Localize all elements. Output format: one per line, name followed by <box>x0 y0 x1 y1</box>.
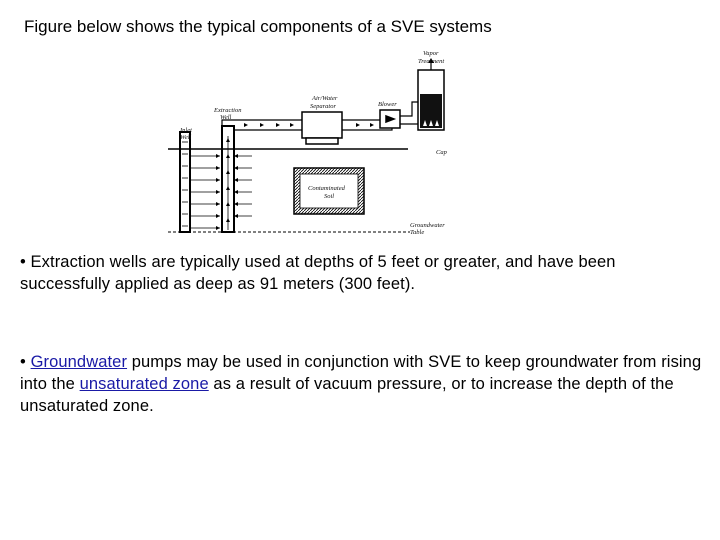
label-inlet-line2: Well <box>180 134 192 141</box>
label-extraction-line2: Well <box>220 114 232 121</box>
label-contaminated-line1: Contaminated <box>308 185 346 192</box>
bullet-text-mid: pumps may be used in conjunction with SV… <box>20 353 702 393</box>
pipe-arrows <box>244 123 294 127</box>
label-separator-line1: Air/Water <box>311 95 338 102</box>
groundwater-link[interactable]: Groundwater <box>30 353 128 371</box>
right-soil-flow <box>234 155 252 217</box>
treatment-pipe <box>400 101 418 125</box>
label-extraction-line1: Extraction <box>213 107 241 114</box>
air-water-separator <box>301 111 343 145</box>
label-vapor-line1: Vapor <box>423 50 439 57</box>
bullet-extraction-wells: • Extraction wells are typically used at… <box>20 253 616 293</box>
contaminated-soil-block <box>293 167 365 215</box>
label-contaminated-line2: Soil <box>324 193 334 200</box>
vapor-treatment-unit <box>417 58 445 131</box>
slide-title: Figure below shows the typical component… <box>24 17 492 36</box>
soil-flow-zone <box>190 155 220 229</box>
label-groundwater-line2: Table <box>410 229 424 236</box>
label-separator-line2: Separator <box>310 103 336 110</box>
header-pipe <box>221 119 302 131</box>
extraction-arrows <box>226 138 230 222</box>
label-blower: Blower <box>378 101 397 108</box>
flow-arrows <box>216 154 220 230</box>
label-groundwater-line1: Groundwater <box>410 222 445 229</box>
label-vapor-line2: Treatment <box>418 58 444 65</box>
bullet-text-rest: as a result of vacuum pressure, or to in… <box>20 375 674 415</box>
sve-system-diagram: Vapor Treatment Air/Water Separator Blow… <box>160 46 460 236</box>
label-cap: Cap <box>436 149 448 156</box>
bullet-groundwater-pumps: • Groundwater pumps may be used in conju… <box>20 351 710 417</box>
right-flow-arrows <box>234 154 238 218</box>
blower <box>379 109 401 129</box>
bullet-prefix: • <box>20 353 31 371</box>
label-inlet-line1: Inlet <box>179 127 192 134</box>
inlet-well <box>179 131 191 233</box>
unsaturated-zone-link[interactable]: unsaturated zone <box>79 375 209 393</box>
